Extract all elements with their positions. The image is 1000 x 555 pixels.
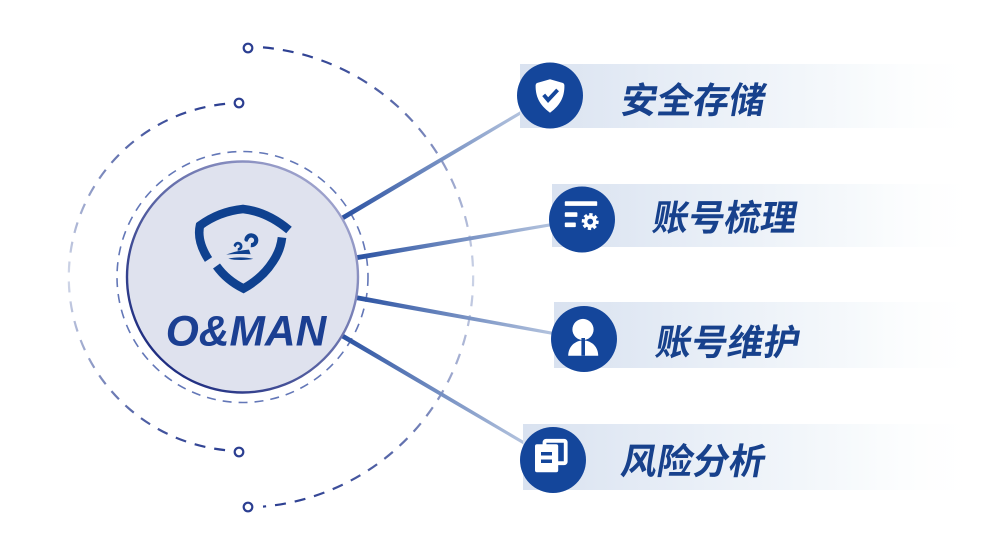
svg-text:O&MAN: O&MAN — [166, 309, 328, 356]
